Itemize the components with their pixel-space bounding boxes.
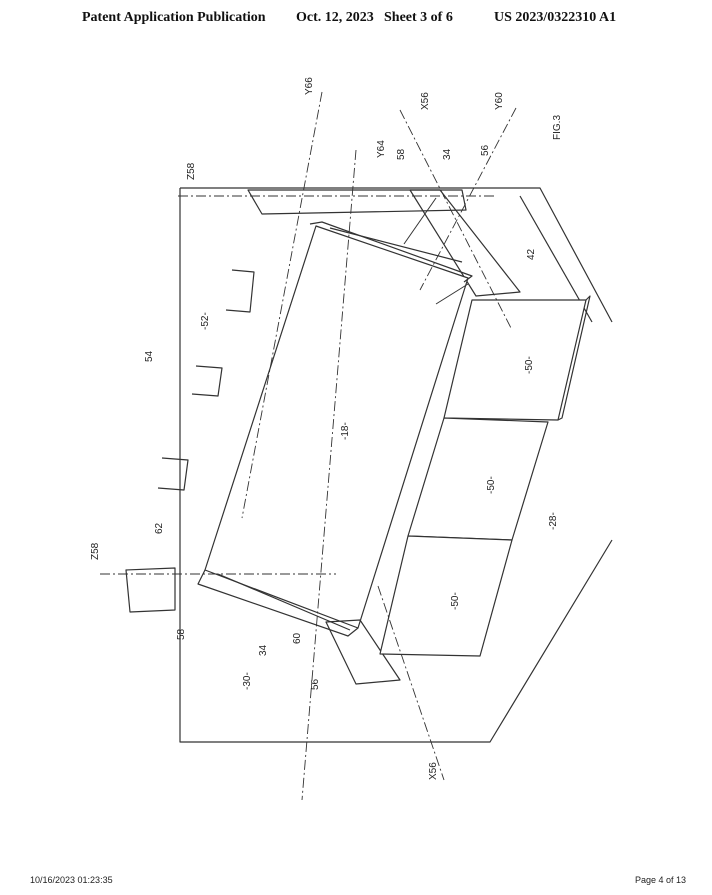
label-z58-top: Z58 (186, 162, 197, 180)
axis-y66 (241, 91, 323, 519)
label-y64: Y64 (376, 140, 387, 158)
wall-outline (180, 187, 613, 323)
publication-date: Oct. 12, 2023 (296, 10, 374, 25)
label-58-top: 58 (396, 148, 407, 160)
label-60: 60 (292, 632, 303, 644)
label-56-top: 56 (480, 144, 491, 156)
label-18: -18- (340, 422, 351, 440)
publication-title: Patent Application Publication (82, 10, 266, 25)
rail-bottom-foot (325, 619, 401, 685)
link-34-bottom (217, 573, 351, 631)
label-50-b: -50- (486, 476, 497, 494)
panel-bottom-edge (197, 569, 359, 637)
label-52: -52- (200, 312, 211, 330)
sheet-number: Sheet 3 of 6 (384, 10, 453, 25)
rail-bottom-upright (125, 567, 176, 613)
panel-top-edge (309, 221, 473, 283)
arrow-34 (403, 197, 437, 245)
c-profile-1 (225, 269, 255, 313)
publication-number: US 2023/0322310 A1 (494, 10, 617, 25)
c-profile-2 (191, 365, 223, 397)
label-x56-bottom: X56 (428, 762, 439, 780)
label-50-a: -50- (524, 356, 535, 374)
label-y66: Y66 (304, 77, 315, 95)
label-28: -28- (548, 512, 559, 530)
label-62: 62 (154, 522, 165, 534)
floor-outline (179, 188, 613, 743)
box-50-a (443, 299, 587, 421)
axis-y60 (419, 107, 517, 291)
label-34-top: 34 (442, 148, 453, 160)
label-y60: Y60 (494, 92, 505, 110)
box-side (557, 295, 591, 421)
figure-title: FIG.3 (552, 115, 563, 140)
arrow-42 (435, 283, 469, 305)
rail-top (247, 189, 467, 215)
c-profile-3 (157, 457, 189, 491)
footer-timestamp: 10/16/2023 01:23:35 (30, 875, 113, 885)
label-42: 42 (526, 248, 537, 260)
box-50-b (407, 417, 549, 541)
patent-header: Patent Application Publication Oct. 12, … (0, 10, 712, 32)
label-30: -30- (242, 672, 253, 690)
box-50-c (379, 535, 513, 657)
axis-y64 (301, 149, 357, 801)
footer-page-number: Page 4 of 13 (634, 875, 686, 885)
rail-side-top (409, 189, 521, 297)
axis-x56-bottom (377, 585, 445, 781)
label-34-bottom: 34 (258, 644, 269, 656)
axis-x56-top (399, 109, 513, 331)
label-x56-top: X56 (420, 92, 431, 110)
label-58-bottom: 58 (176, 628, 187, 640)
label-54: 54 (144, 350, 155, 362)
link-34-top (329, 227, 463, 263)
label-56-bottom: 56 (310, 678, 321, 690)
label-z58-bottom: Z58 (90, 542, 101, 560)
label-50-c: -50- (450, 592, 461, 610)
